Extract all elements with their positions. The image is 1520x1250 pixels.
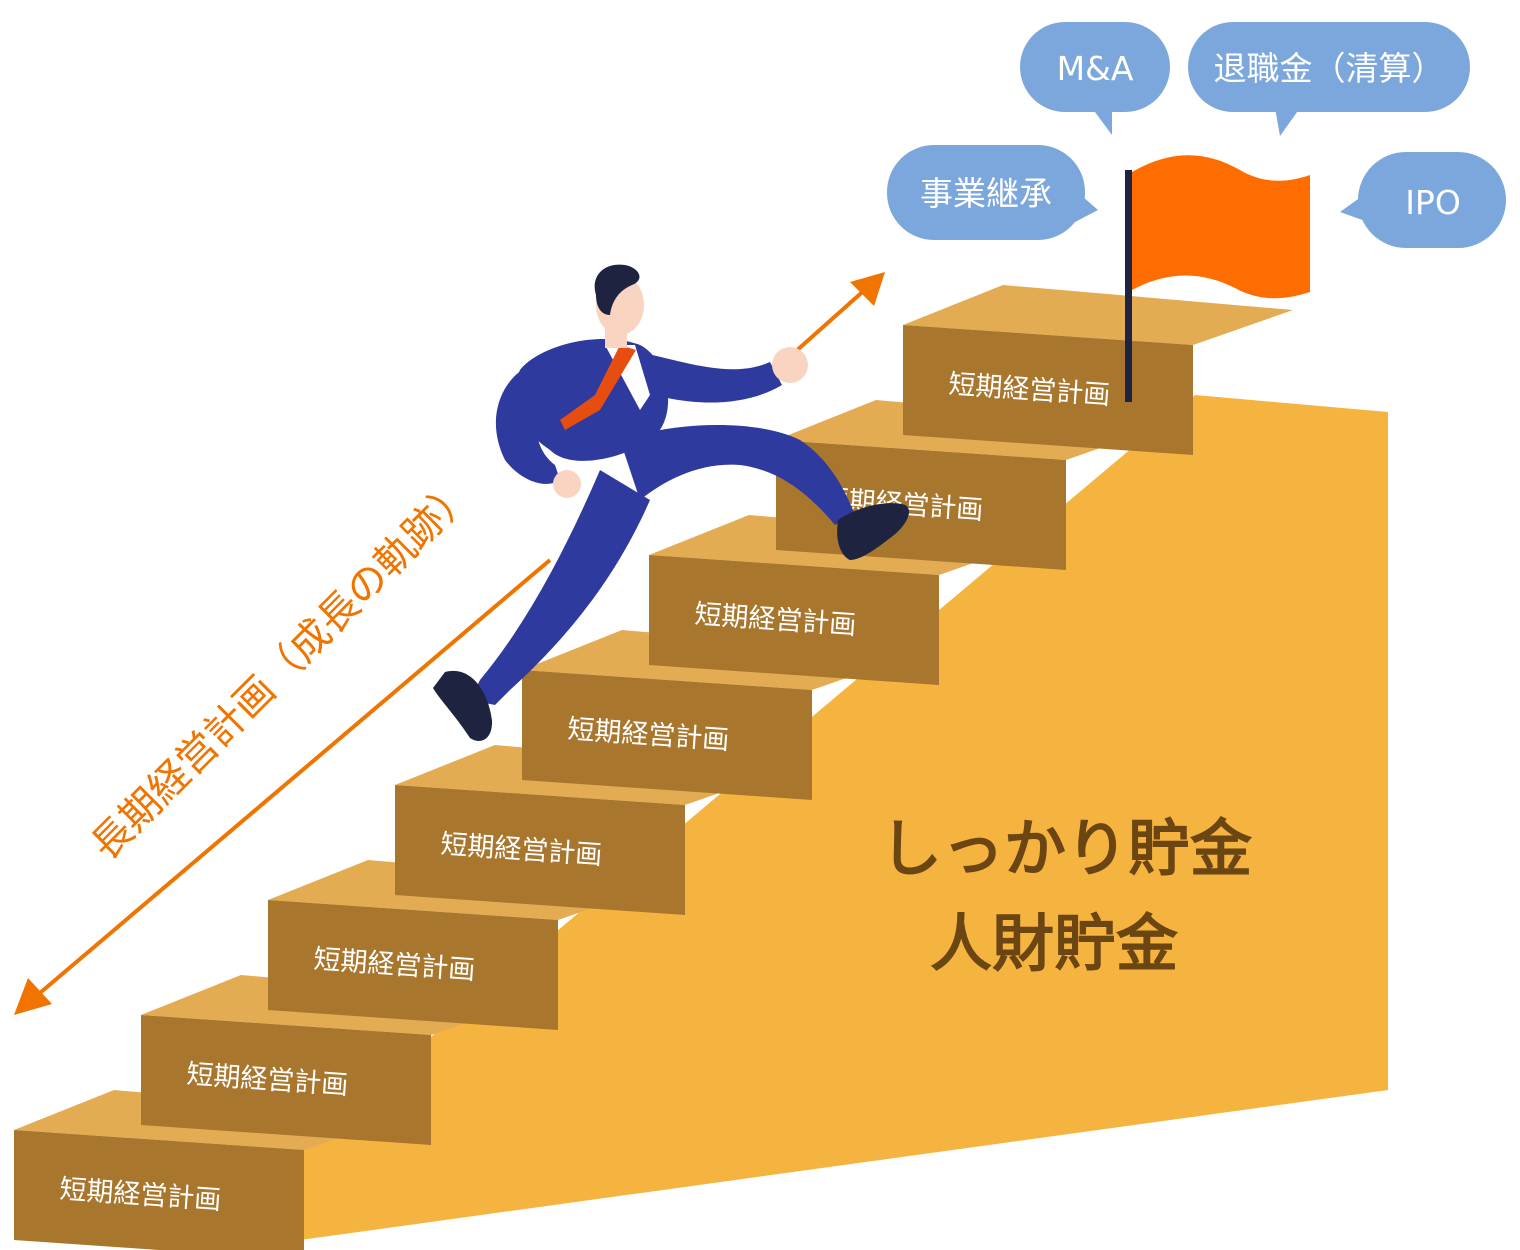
step-front-1 (14, 1130, 304, 1250)
businessman-figure (433, 264, 910, 741)
progress-arrow (793, 272, 885, 354)
bubble-retirement-label: 退職金（清算） (1214, 49, 1445, 88)
step-front-3 (268, 900, 558, 1030)
step-front-5 (522, 670, 812, 800)
foundation-line-1: しっかり貯金 (880, 812, 1253, 885)
step-front-6 (649, 555, 939, 685)
step-front-2 (141, 1015, 431, 1145)
staircase-wall (300, 395, 1388, 1240)
bubble-ma: M&A (1020, 22, 1170, 135)
step-front-8 (903, 325, 1193, 455)
bubble-succession-label: 事業継承 (920, 174, 1052, 213)
flag-icon (1125, 155, 1310, 402)
step-front-4 (395, 785, 685, 915)
foundation-text: しっかり貯金 人財貯金 (880, 812, 1253, 980)
bubble-succession: 事業継承 (887, 145, 1098, 240)
bubble-ipo-label: IPO (1405, 183, 1461, 222)
stairs: 短期経営計画短期経営計画短期経営計画短期経営計画短期経営計画短期経営計画短期経営… (14, 285, 1293, 1250)
foundation-line-2: 人財貯金 (930, 907, 1179, 980)
bubble-ipo: IPO (1340, 152, 1506, 248)
bubble-retirement: 退職金（清算） (1188, 22, 1470, 136)
bubble-ma-label: M&A (1057, 49, 1134, 88)
step-top-8 (903, 285, 1293, 345)
